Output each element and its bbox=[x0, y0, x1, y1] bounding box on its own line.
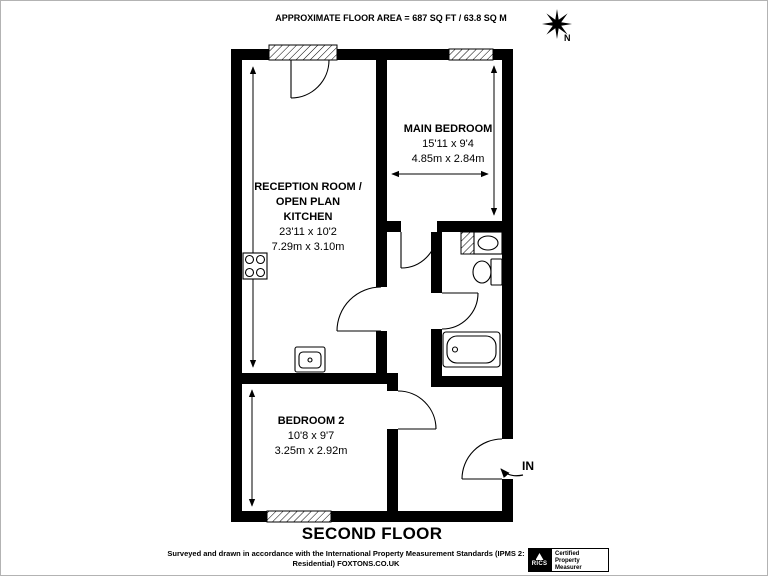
rics-logo-text: RICS bbox=[531, 561, 548, 567]
door-bathroom-icon bbox=[441, 292, 479, 330]
interior-walls bbox=[242, 60, 502, 511]
room-dims-imperial-reception: 23'11 x 10'2 bbox=[279, 226, 337, 238]
room-name-reception: RECEPTION ROOM / OPEN PLAN KITCHEN bbox=[254, 181, 362, 223]
room-dims-metric-bedroom-2: 3.25m x 2.92m bbox=[274, 445, 348, 457]
floor-area-text: APPROXIMATE FLOOR AREA = 687 SQ FT / 63.… bbox=[275, 13, 507, 23]
hob-icon bbox=[242, 252, 268, 280]
room-reception: RECEPTION ROOM / OPEN PLAN KITCHEN 23'11… bbox=[241, 180, 375, 255]
room-main-bedroom: MAIN BEDROOM 15'11 x 9'4 4.85m x 2.84m bbox=[389, 122, 507, 167]
door-entrance-icon bbox=[461, 438, 503, 480]
room-bedroom-2: BEDROOM 2 10'8 x 9'7 3.25m x 2.92m bbox=[249, 414, 373, 459]
room-name-main-bedroom: MAIN BEDROOM bbox=[403, 123, 493, 135]
door-main-bedroom-icon bbox=[400, 231, 438, 269]
rics-crest-icon bbox=[535, 553, 544, 560]
room-dims-imperial-main-bedroom: 15'11 x 9'4 bbox=[422, 138, 474, 150]
room-name-bedroom-2: BEDROOM 2 bbox=[277, 415, 345, 427]
room-dims-metric-main-bedroom: 4.85m x 2.84m bbox=[411, 153, 485, 165]
window-bedroom-icon bbox=[448, 48, 494, 61]
duct-shaft-icon bbox=[460, 231, 475, 255]
compass-north-label: N bbox=[564, 33, 571, 43]
door-balcony-icon bbox=[290, 59, 330, 99]
rics-logo: RICS bbox=[528, 548, 551, 572]
compass-icon bbox=[542, 9, 572, 39]
rics-certification-text: Certified Property Measurer bbox=[551, 548, 609, 572]
entry-arrow-icon bbox=[500, 468, 524, 479]
bathroom-sink-icon bbox=[473, 231, 503, 255]
door-bedroom2-icon bbox=[397, 390, 437, 430]
floor-title: SECOND FLOOR bbox=[301, 524, 443, 543]
outer-walls bbox=[231, 49, 513, 522]
dimension-arrows bbox=[248, 65, 498, 507]
fixtures bbox=[242, 231, 503, 373]
entrance-in-label: IN bbox=[522, 459, 534, 473]
doors bbox=[290, 59, 503, 480]
footer-disclaimer: Surveyed and drawn in accordance with th… bbox=[167, 549, 525, 568]
room-dims-imperial-bedroom-2: 10'8 x 9'7 bbox=[287, 430, 335, 442]
windows bbox=[266, 44, 494, 523]
rics-badge: RICS Certified Property Measurer bbox=[528, 548, 609, 572]
window-balcony-icon bbox=[268, 44, 338, 61]
kitchen-sink-icon bbox=[294, 346, 326, 373]
door-reception-icon bbox=[336, 286, 382, 332]
bathtub-icon bbox=[442, 331, 501, 368]
window-bedroom2-icon bbox=[266, 510, 332, 523]
room-dims-metric-reception: 7.29m x 3.10m bbox=[271, 241, 345, 253]
toilet-icon bbox=[472, 258, 503, 286]
